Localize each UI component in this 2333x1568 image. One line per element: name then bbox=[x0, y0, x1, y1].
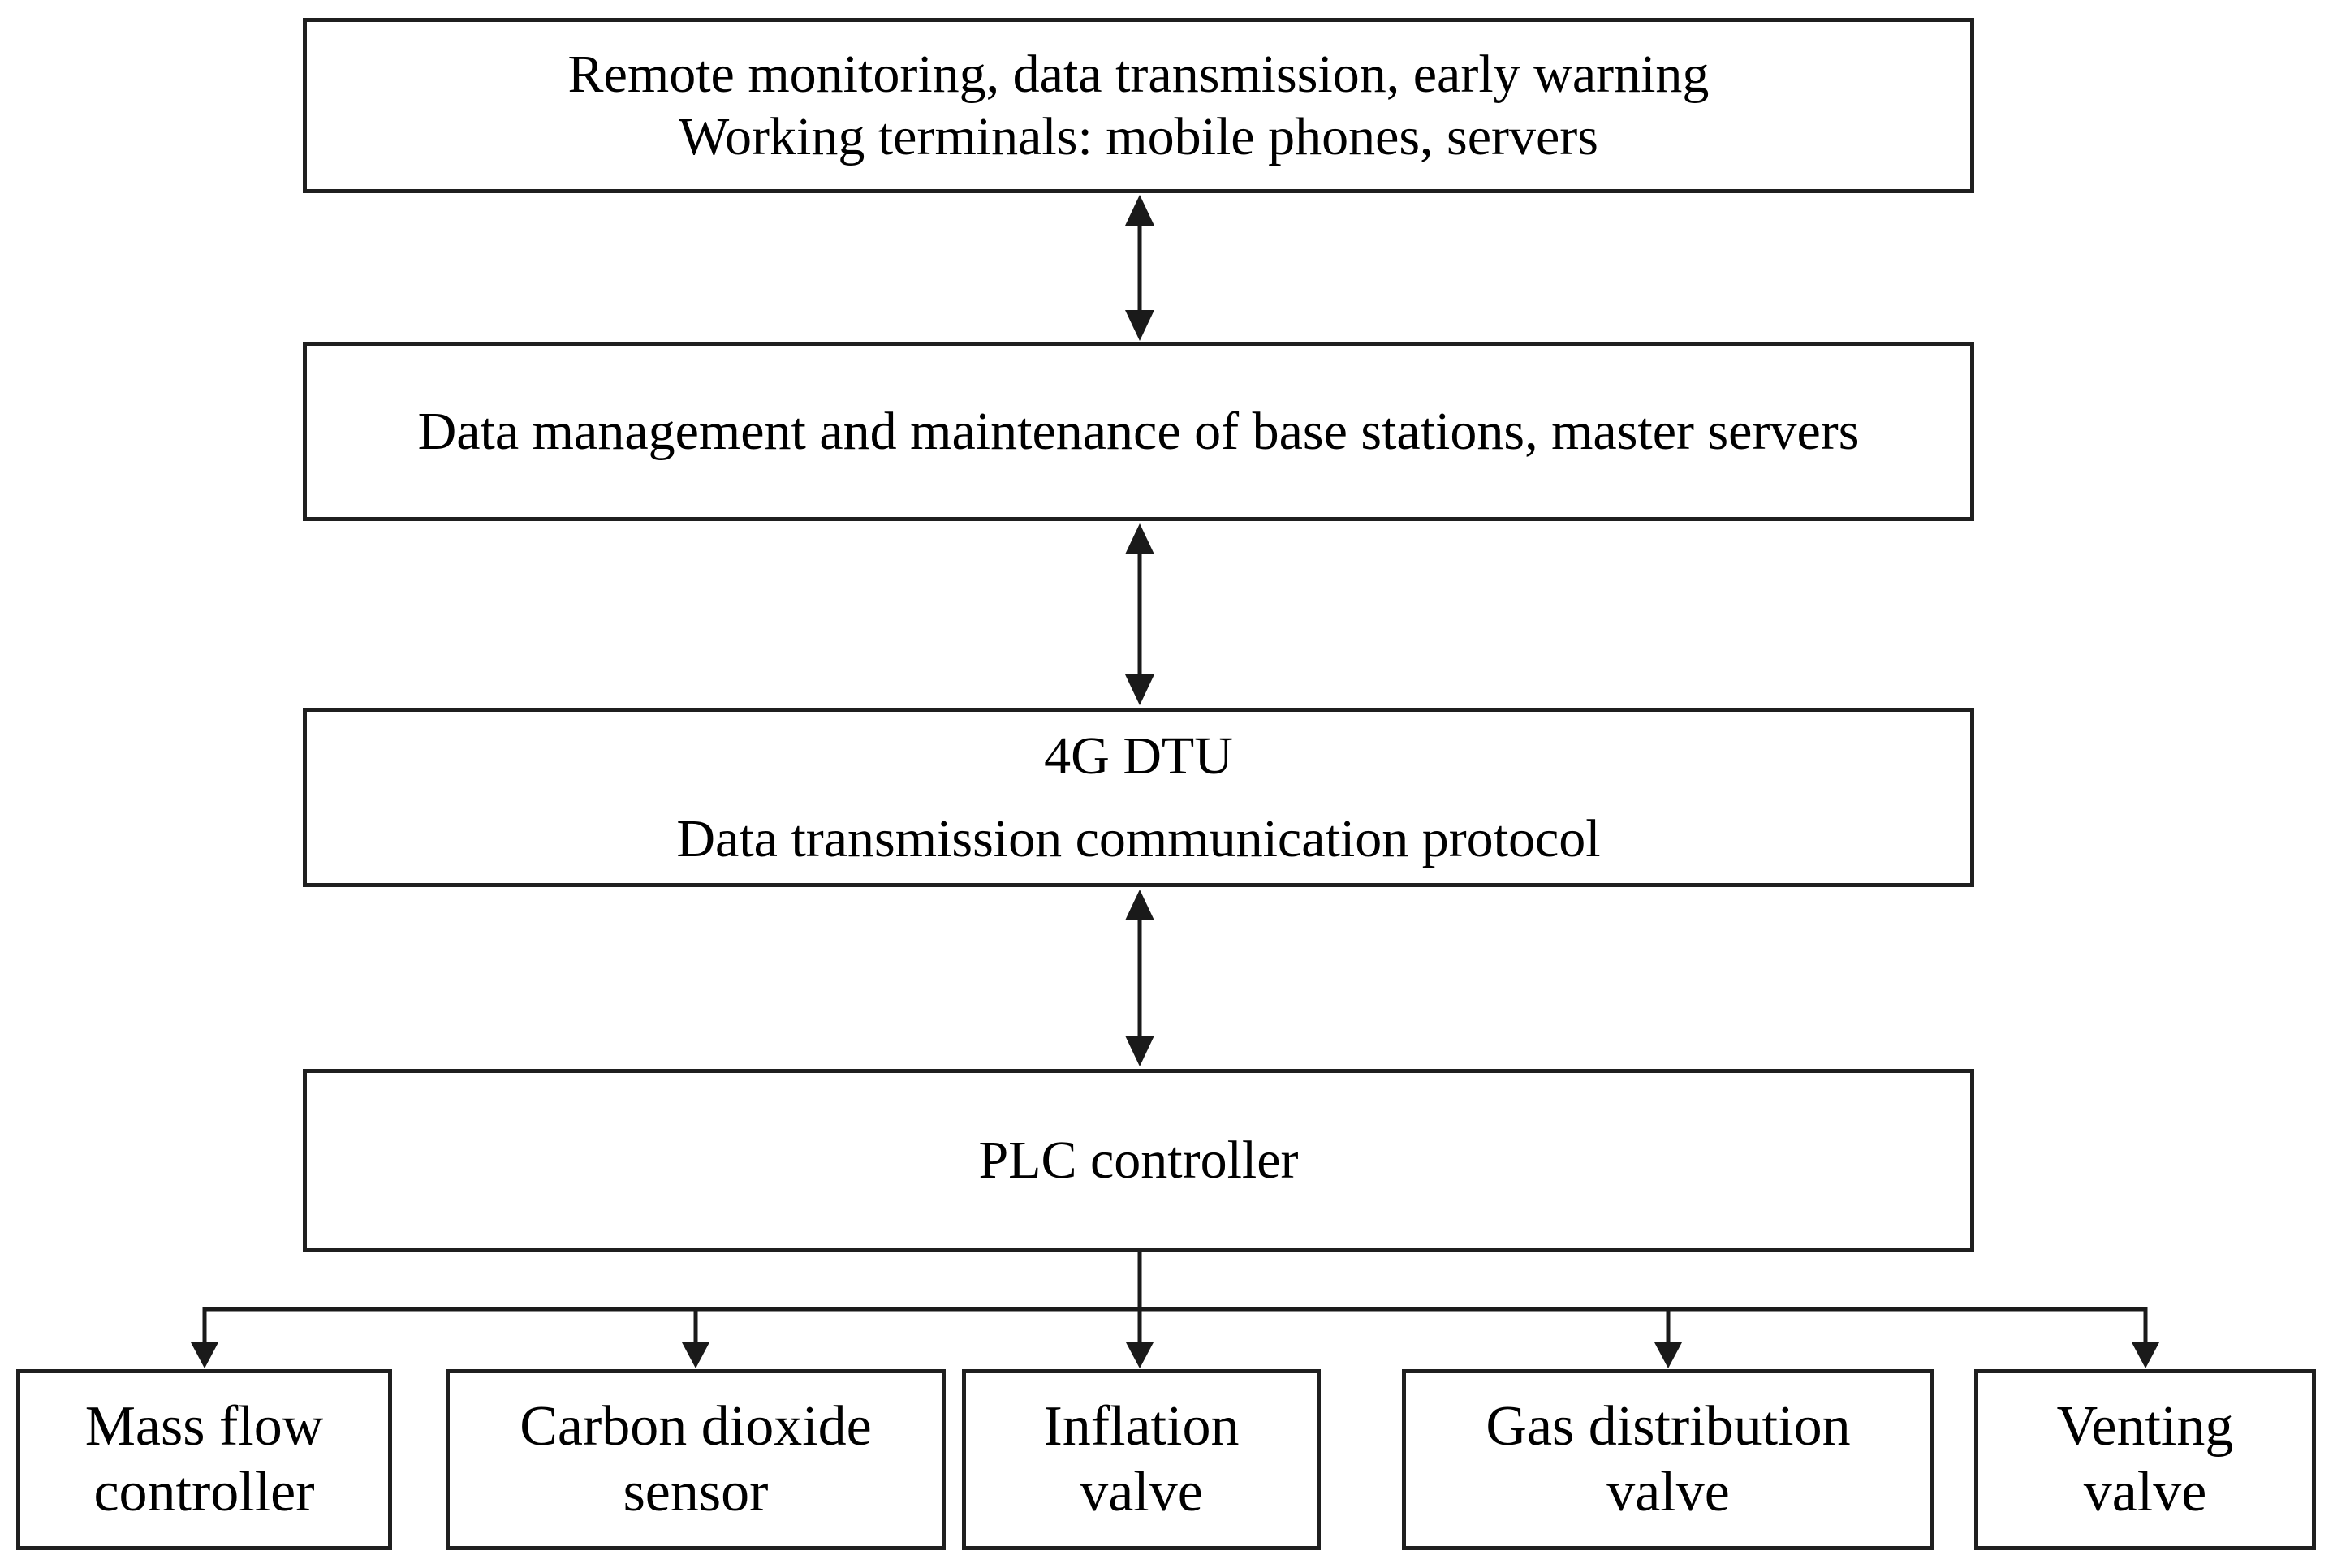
drop-venting-valve-head bbox=[2132, 1342, 2159, 1368]
node-carbon-dioxide-sensor: Carbon dioxide sensor bbox=[446, 1369, 946, 1550]
node-text-line: valve bbox=[1606, 1460, 1730, 1523]
node-venting-valve: Venting valve bbox=[1974, 1369, 2316, 1550]
drop-gas-distribution-valve-head bbox=[1654, 1342, 1682, 1368]
node-text-line: Gas distribution bbox=[1486, 1395, 1851, 1458]
node-mass-flow-controller: Mass flow controller bbox=[16, 1369, 392, 1550]
plc-fanout bbox=[191, 1252, 2159, 1368]
arrow-dtu-plc bbox=[1125, 890, 1154, 1066]
drop-mass-flow-head bbox=[191, 1342, 218, 1368]
node-gas-distribution-valve: Gas distribution valve bbox=[1402, 1369, 1934, 1550]
node-inflation-valve: Inflation valve bbox=[962, 1369, 1321, 1550]
node-text-line: PLC controller bbox=[978, 1131, 1299, 1191]
node-text-line: sensor bbox=[623, 1460, 769, 1523]
node-text-line: 4G DTU bbox=[1044, 726, 1233, 786]
drop-co2-sensor-head bbox=[682, 1342, 709, 1368]
node-working-terminals: Remote monitoring, data transmission, ea… bbox=[303, 18, 1974, 193]
node-text-line: controller bbox=[93, 1460, 315, 1523]
node-text-line: Mass flow bbox=[84, 1395, 324, 1458]
node-plc-controller: PLC controller bbox=[303, 1069, 1974, 1252]
node-text-line: Data management and maintenance of base … bbox=[417, 401, 1860, 461]
node-text-line: Data transmission communication protocol bbox=[676, 808, 1601, 868]
node-text-line: Venting bbox=[2056, 1395, 2234, 1458]
node-text-line: valve bbox=[1080, 1460, 1203, 1523]
node-text-line: Working terminals: mobile phones, server… bbox=[679, 107, 1598, 166]
node-text-line: Inflation bbox=[1043, 1395, 1240, 1458]
node-text-line: valve bbox=[2083, 1460, 2207, 1523]
node-4g-dtu: 4G DTU Data transmission communication p… bbox=[303, 708, 1974, 887]
node-text-line: Remote monitoring, data transmission, ea… bbox=[567, 44, 1710, 104]
drop-inflation-valve-head bbox=[1126, 1342, 1154, 1368]
node-base-stations: Data management and maintenance of base … bbox=[303, 342, 1974, 521]
arrow-basestations-dtu bbox=[1125, 523, 1154, 705]
node-text-line: Carbon dioxide bbox=[520, 1395, 872, 1458]
arrow-terminals-basestations bbox=[1125, 195, 1154, 341]
